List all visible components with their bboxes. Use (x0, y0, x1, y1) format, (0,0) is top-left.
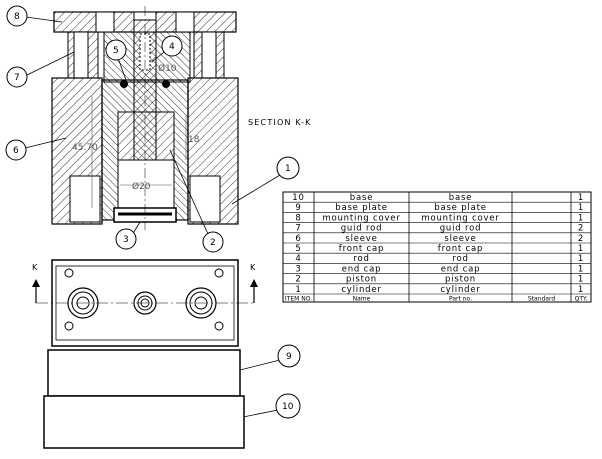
bom-header-qty: QTY. (575, 296, 588, 303)
balloon-10-label: 10 (282, 402, 294, 412)
bom-cell-part: piston (445, 275, 476, 285)
bom-cell-name: piston (346, 275, 377, 285)
hole-bl (64, 321, 74, 331)
balloon-4 (161, 35, 183, 57)
balloon-1-label: 1 (285, 164, 291, 174)
bom-header-no: ITEM NO. (285, 296, 312, 303)
bom-cell-qty: 1 (578, 254, 584, 264)
bom-cell-part: mounting cover (421, 213, 499, 223)
dim-d20-text: Ø20 (132, 181, 151, 192)
sleeve-right-pocket (189, 175, 221, 223)
bom-cell-part: rod (452, 254, 468, 264)
section-mark-right: K (250, 263, 256, 272)
bom-cell-part: guid rod (440, 224, 482, 234)
bom-cell-qty: 1 (578, 285, 584, 295)
sleeve-left-pocket (69, 175, 101, 223)
bom-cell-qty: 2 (578, 234, 584, 244)
bom-cell-qty: 1 (578, 275, 584, 285)
bom-cell-no: 7 (295, 224, 301, 234)
balloon-3 (115, 228, 137, 250)
seal-left (120, 80, 128, 88)
bom-cell-part: base plate (434, 203, 487, 213)
balloon-group: 8 7 6 5 4 1 2 3 9 10 (5, 5, 301, 421)
section-label: SECTION K-K (248, 118, 312, 127)
balloon-8-label: 8 (14, 12, 20, 22)
balloon-10 (275, 393, 301, 419)
bom-cell-no: 9 (295, 203, 301, 213)
section-mark-left: K (32, 263, 38, 272)
bom-cell-part: end cap (441, 264, 481, 274)
bom-cell-name: mounting cover (322, 213, 400, 223)
balloon-8 (6, 5, 28, 27)
bom-cell-no: 8 (295, 213, 301, 223)
bom-cell-part: cylinder (440, 285, 480, 295)
bom-cell-qty: 1 (578, 213, 584, 223)
balloon-1 (276, 156, 300, 180)
bom-cell-part: front cap (438, 244, 483, 254)
balloon-7-label: 7 (14, 73, 20, 83)
bom-cell-part: sleeve (444, 234, 476, 244)
top-view: K K (32, 259, 258, 347)
balloon-6-label: 6 (13, 146, 19, 156)
front-view (43, 349, 245, 449)
dim-d10-text: Ø10 (158, 63, 177, 74)
balloon-5-label: 5 (113, 46, 119, 56)
bom-cell-qty: 1 (578, 193, 584, 203)
balloon-2-label: 2 (210, 238, 216, 248)
bom-cell-no: 2 (295, 275, 301, 285)
hole-tr (214, 268, 224, 278)
bom-cell-qty: 1 (578, 244, 584, 254)
seal-right (162, 80, 170, 88)
dim-len-text: 45.70 (72, 143, 98, 153)
bom-cell-no: 1 (295, 285, 301, 295)
bom-cell-part: base (449, 193, 472, 203)
bom-cell-no: 6 (295, 234, 301, 244)
bom-cell-no: 10 (292, 193, 304, 203)
balloon-3-label: 3 (123, 235, 129, 245)
cover-bolt-hole-left (95, 11, 115, 33)
bom-cell-qty: 1 (578, 264, 584, 274)
guide-rod-right-bore (201, 31, 217, 79)
cover-bolt-hole-right (175, 11, 195, 33)
balloon-2 (202, 231, 224, 253)
bom-cell-name: cylinder (341, 285, 381, 295)
section-view: 45.70 18 Ø20 Ø10 (51, 6, 239, 230)
bom-cell-name: front cap (339, 244, 384, 254)
section-arrow-right (250, 279, 258, 287)
base-view (43, 395, 245, 449)
hole-br (214, 321, 224, 331)
bom-cell-qty: 2 (578, 224, 584, 234)
bom-header-part: Part no. (449, 296, 472, 303)
bom-header-std: Standard (528, 296, 555, 303)
bom-cell-name: base plate (335, 203, 388, 213)
bom-cell-name: guid rod (341, 224, 383, 234)
bom-cell-name: base (350, 193, 373, 203)
balloon-9-label: 9 (286, 352, 292, 362)
balloon-4-label: 4 (169, 42, 175, 52)
bom-cell-no: 3 (295, 264, 301, 274)
base-plate-view (47, 349, 241, 397)
bom-table: 10 base base 1 9 base plate base plate 1 8 mounti… (282, 191, 592, 303)
bom-header-name: Name (353, 296, 371, 303)
balloon-6 (5, 139, 27, 161)
bom-cell-name: rod (353, 254, 369, 264)
bom-cell-no: 5 (295, 244, 301, 254)
balloon-9 (277, 344, 301, 368)
guide-rod-left-bore (73, 31, 89, 79)
section-arrow-left (32, 279, 40, 287)
bom-cell-no: 4 (295, 254, 301, 264)
bom-cell-qty: 1 (578, 203, 584, 213)
bom-cell-name: end cap (342, 264, 382, 274)
balloon-5 (105, 39, 127, 61)
hole-tl (64, 268, 74, 278)
balloon-7 (6, 66, 28, 88)
dim-stroke-text: 18 (188, 135, 200, 145)
bom-cell-name: sleeve (345, 234, 377, 244)
